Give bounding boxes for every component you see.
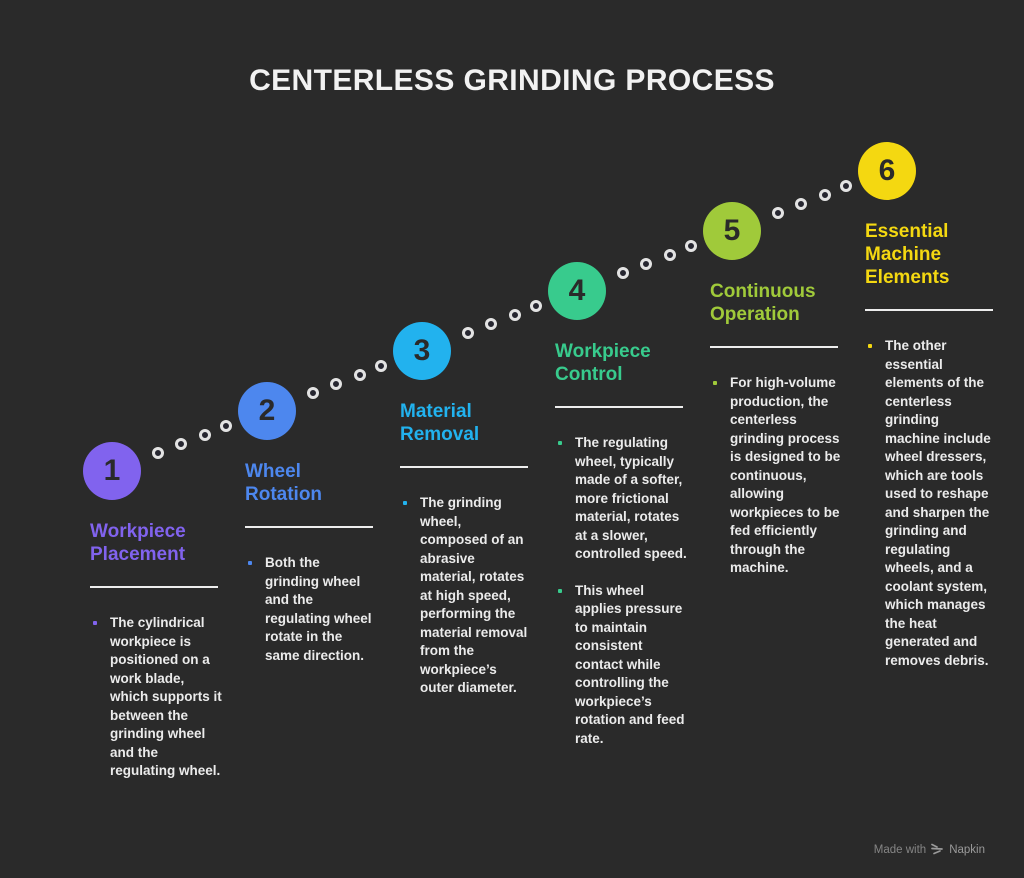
watermark-brand: Napkin xyxy=(949,843,985,856)
watermark-prefix: Made with xyxy=(873,843,927,856)
step-divider xyxy=(245,526,373,528)
connector-dot xyxy=(530,300,543,313)
connector-dot xyxy=(508,308,521,321)
bullet-item: The other essential elements of the cent… xyxy=(865,337,997,670)
bullet-item: The cylindrical workpiece is positioned … xyxy=(90,614,222,781)
step-divider xyxy=(865,309,993,311)
bullet-list: The other essential elements of the cent… xyxy=(865,337,997,670)
step-circle: 3 xyxy=(393,322,451,380)
bullet-text: The other essential elements of the cent… xyxy=(885,338,991,668)
connector-dot xyxy=(485,317,498,330)
bullet-text: The regulating wheel, typically made of … xyxy=(575,435,687,561)
bullet-text: For high-volume production, the centerle… xyxy=(730,375,841,575)
bullet-text: This wheel applies pressure to maintain … xyxy=(575,582,685,746)
step-column-6: 6 Essential Machine Elements The other e… xyxy=(858,142,997,670)
step-circle: 2 xyxy=(238,382,296,440)
bullet-marker xyxy=(868,344,872,348)
bullet-text: The grinding wheel, composed of an abras… xyxy=(420,495,528,695)
step-column-2: 2 Wheel Rotation Both the grinding wheel… xyxy=(238,382,377,665)
napkin-chevrons-icon xyxy=(931,843,944,858)
step-number: 2 xyxy=(258,394,276,427)
step-column-3: 3 Material Removal The grinding wheel, c… xyxy=(393,322,532,698)
step-number: 1 xyxy=(103,454,121,487)
step-divider xyxy=(555,406,683,408)
connector-dot xyxy=(795,197,808,210)
bullet-item: For high-volume production, the centerle… xyxy=(710,374,842,578)
bullet-item: The regulating wheel, typically made of … xyxy=(555,434,687,564)
bullet-list: The cylindrical workpiece is positioned … xyxy=(90,614,222,781)
bullet-marker xyxy=(93,621,97,625)
connector-dot xyxy=(375,360,388,373)
page-title: CENTERLESS GRINDING PROCESS xyxy=(249,64,775,97)
bullet-item: The grinding wheel, composed of an abras… xyxy=(400,494,532,698)
connector-dot xyxy=(818,188,831,201)
step-title: Essential Machine Elements xyxy=(865,221,950,288)
connector-dot xyxy=(840,180,853,193)
bullet-marker xyxy=(403,501,407,505)
bullet-marker xyxy=(558,441,562,445)
bullet-item: This wheel applies pressure to maintain … xyxy=(555,582,687,749)
connector-dot xyxy=(640,257,653,270)
step-title: Material Removal xyxy=(400,401,480,445)
bullet-text: Both the grinding wheel and the regulati… xyxy=(265,555,372,663)
connector-dot xyxy=(663,248,676,261)
connector-dot xyxy=(353,368,366,381)
connector-dot xyxy=(307,386,319,399)
bullet-marker xyxy=(713,381,717,385)
bullet-list: The regulating wheel, typically made of … xyxy=(555,434,687,748)
bullet-list: The grinding wheel, composed of an abras… xyxy=(400,494,532,698)
step-circle: 1 xyxy=(83,442,141,500)
step-title: Workpiece Placement xyxy=(90,521,186,565)
connector-dot xyxy=(152,446,164,459)
step-divider xyxy=(400,466,528,468)
step-number: 5 xyxy=(723,214,741,247)
connector-dot xyxy=(220,420,233,433)
step-column-1: 1 Workpiece Placement The cylindrical wo… xyxy=(83,442,222,781)
step-circle: 4 xyxy=(548,262,606,320)
step-divider xyxy=(90,586,218,588)
bullet-list: Both the grinding wheel and the regulati… xyxy=(245,554,377,665)
connector-dot xyxy=(330,377,343,390)
bullet-marker xyxy=(248,561,252,565)
step-title: Wheel Rotation xyxy=(245,461,323,505)
connector-dot xyxy=(462,326,474,339)
connector-dot xyxy=(175,437,188,450)
step-circle: 5 xyxy=(703,202,761,260)
step-column-4: 4 Workpiece Control The regulating wheel… xyxy=(548,262,687,748)
bullet-list: For high-volume production, the centerle… xyxy=(710,374,842,578)
step-number: 4 xyxy=(568,274,586,307)
bullet-text: The cylindrical workpiece is positioned … xyxy=(110,615,222,778)
step-title: Continuous Operation xyxy=(710,281,816,325)
bullet-item: Both the grinding wheel and the regulati… xyxy=(245,554,377,665)
connector-dot xyxy=(617,266,629,279)
napkin-watermark: Made with Napkin xyxy=(874,842,985,857)
bullet-marker xyxy=(558,588,562,593)
step-title: Workpiece Control xyxy=(555,341,651,385)
connector-dot xyxy=(685,240,698,253)
step-number: 3 xyxy=(413,334,431,367)
step-divider xyxy=(710,346,838,348)
connector-dot xyxy=(198,428,211,441)
connector-dot xyxy=(772,206,784,219)
step-column-5: 5 Continuous Operation For high-volume p… xyxy=(703,202,842,578)
step-number: 6 xyxy=(878,154,896,187)
step-circle: 6 xyxy=(858,142,916,200)
